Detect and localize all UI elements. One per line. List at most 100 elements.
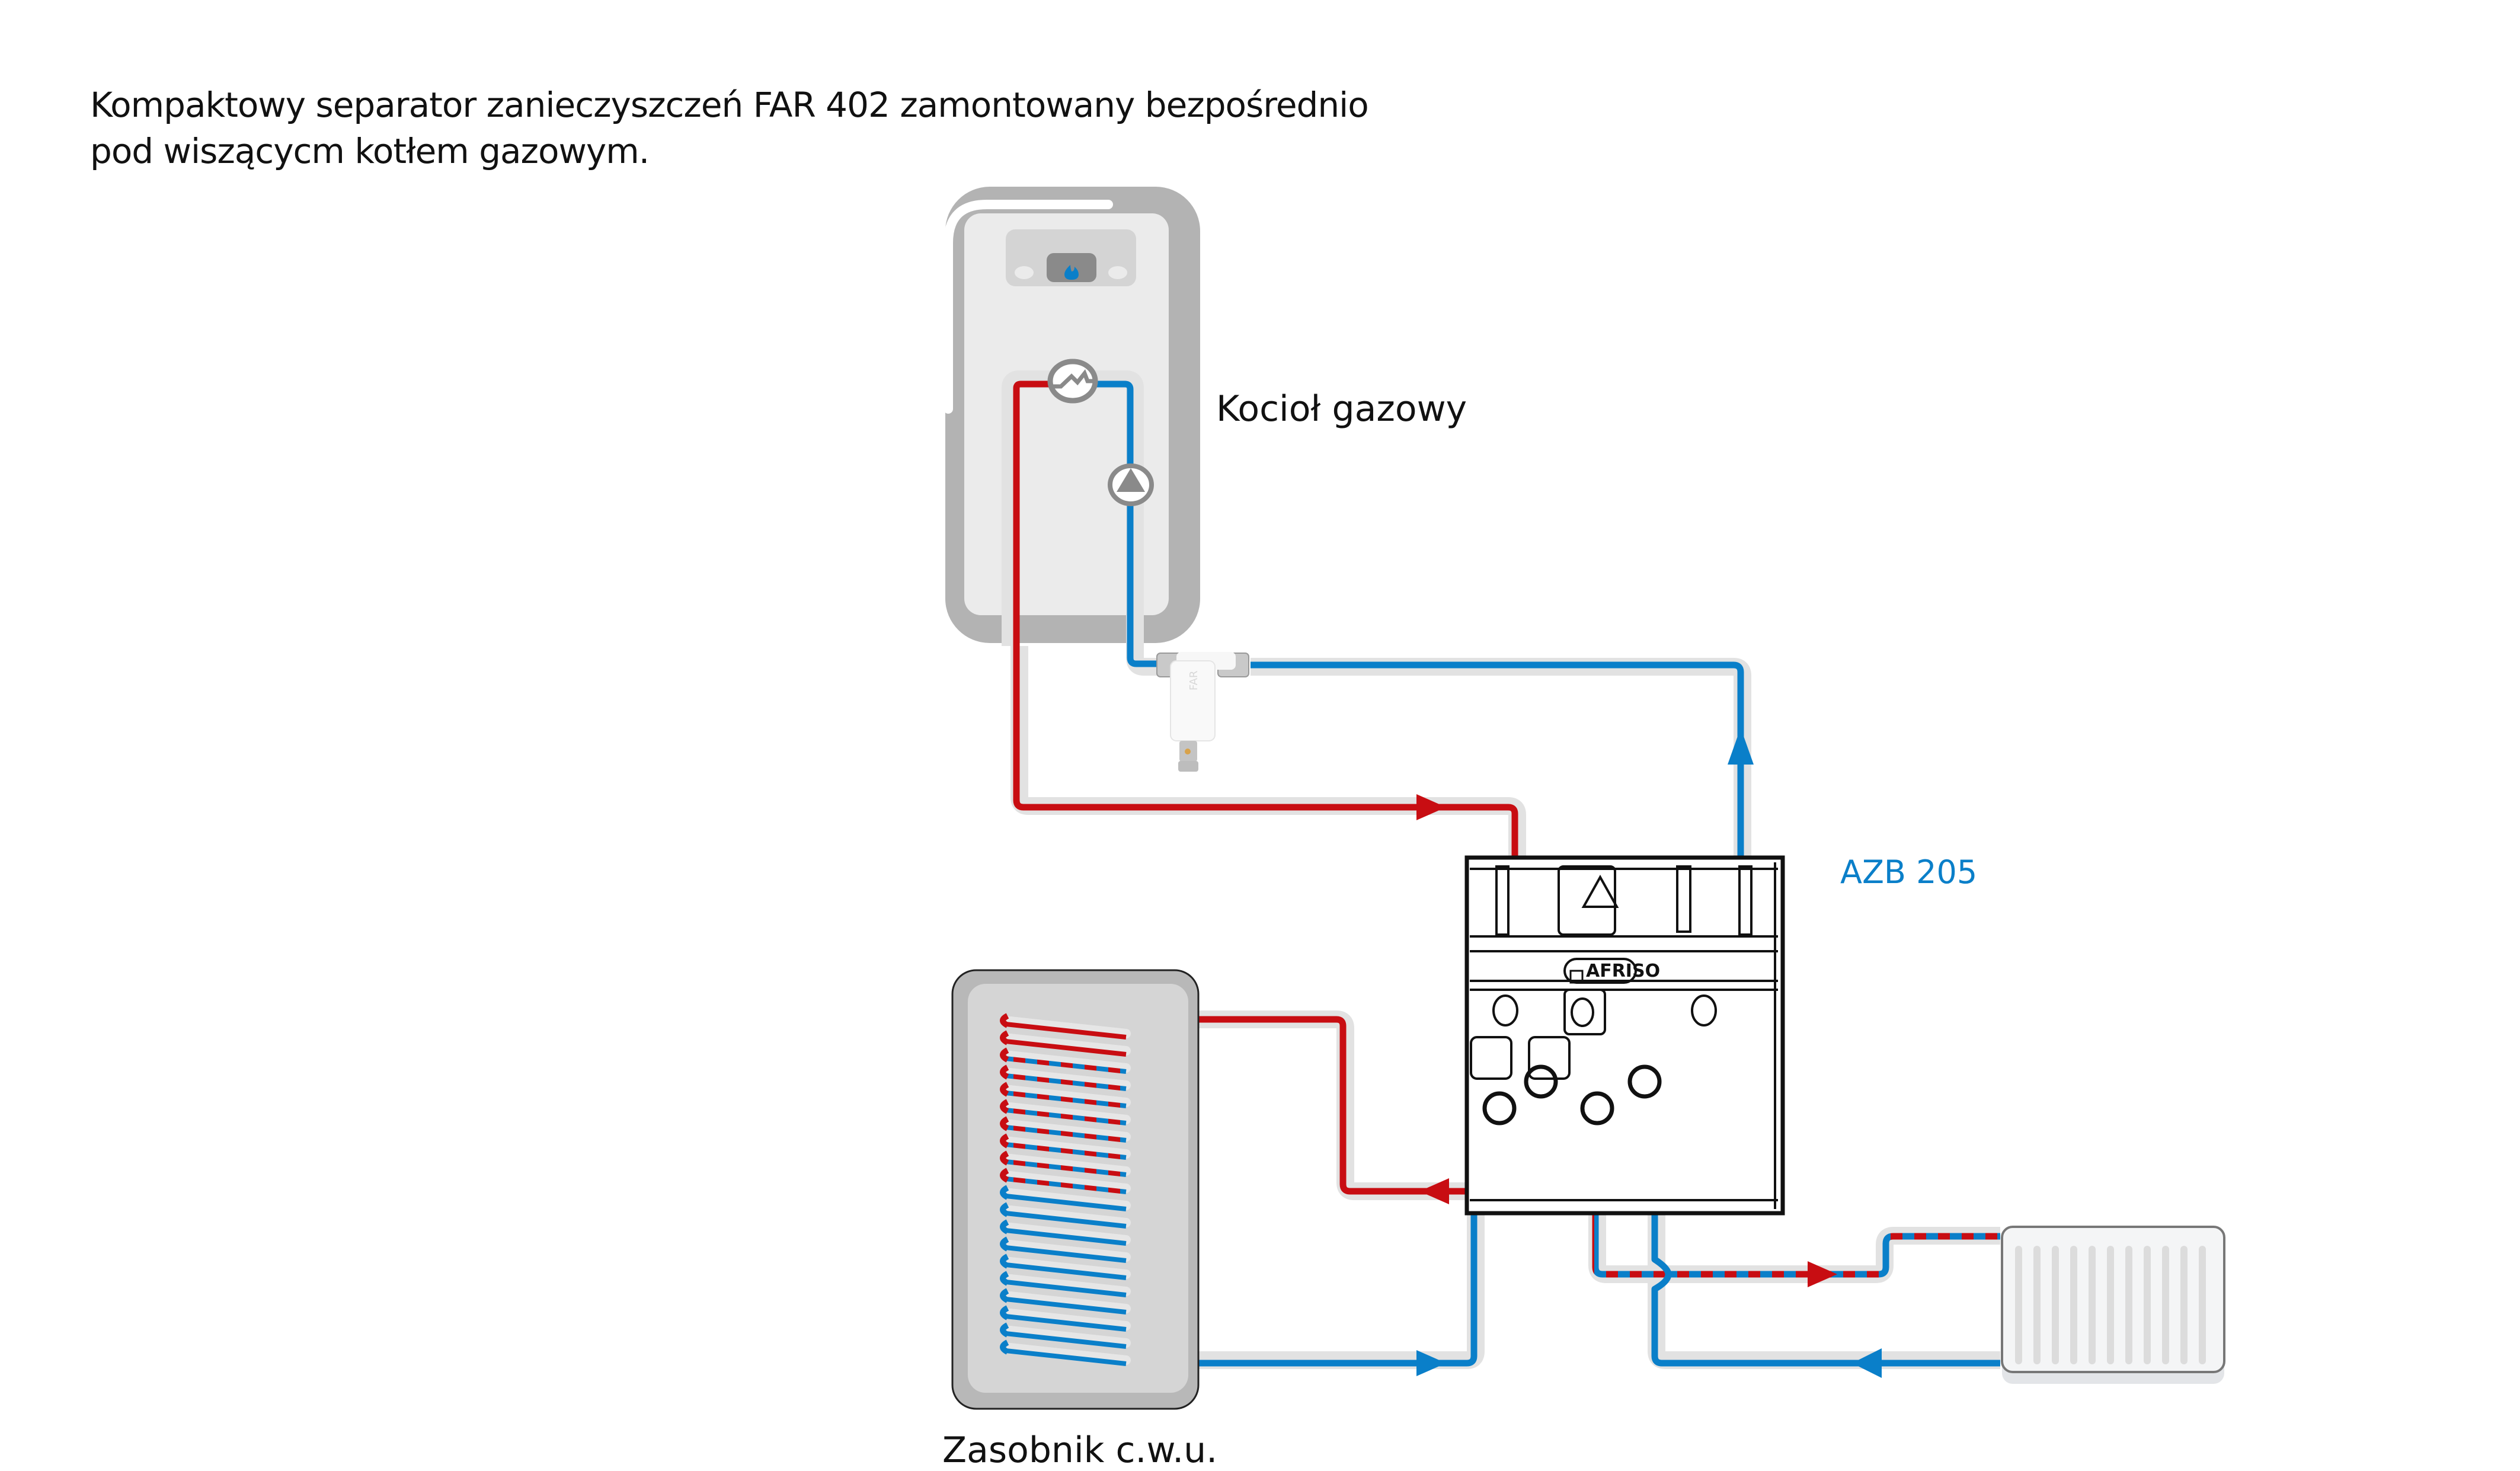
caption: Kompaktowy separator zanieczyszczeń FAR …	[90, 82, 1369, 174]
flow-arrow-icon	[1728, 728, 1754, 765]
hot-supply-pipe	[1013, 646, 1518, 856]
heat-exchanger-icon	[1047, 359, 1098, 404]
flow-arrow-icon	[1416, 1350, 1446, 1376]
coil-turn	[1005, 1280, 1127, 1297]
azb-205-label: AZB 205	[1840, 853, 1978, 891]
coil-turn	[1005, 1176, 1127, 1194]
coil-casing	[1000, 1291, 1131, 1313]
coil-turn	[1005, 1039, 1127, 1057]
coil-casing	[1000, 1308, 1131, 1331]
coil-bend	[1000, 1013, 1009, 1028]
coil-bend	[1000, 1271, 1009, 1286]
coil-casing	[1000, 1119, 1131, 1141]
coil-turn	[1005, 1194, 1127, 1211]
coil-turn	[1005, 1228, 1127, 1246]
coil-casing	[1000, 1325, 1131, 1348]
cold-return-pipe	[1251, 661, 1744, 856]
coil-casing	[1000, 1016, 1131, 1038]
coil-turn	[1005, 1159, 1127, 1177]
boiler-highlight	[944, 200, 1113, 414]
coil-bend	[1000, 1339, 1009, 1355]
radiator-fin	[2070, 1246, 2077, 1364]
radiator-fin	[2033, 1246, 2041, 1364]
warning-triangle-icon	[1581, 874, 1619, 908]
coil-bend	[1000, 1219, 1009, 1235]
coil-casing	[1000, 1153, 1131, 1176]
tank-cold-pipe	[1129, 1212, 1478, 1367]
boiler-indicator-right	[1108, 266, 1127, 279]
radiator-fin	[2144, 1246, 2151, 1364]
coil-casing	[1000, 1256, 1131, 1279]
separator-mark: FAR	[1188, 670, 1200, 690]
coil-turn	[1005, 1022, 1127, 1040]
coil-turn	[1005, 1348, 1127, 1366]
coil-casing	[1000, 1222, 1131, 1245]
radiator-fin	[2015, 1246, 2022, 1364]
pump-icon	[1108, 463, 1154, 506]
coil-turn	[1005, 1211, 1127, 1229]
coil-turn	[1005, 1091, 1127, 1108]
flame-icon	[1064, 265, 1079, 280]
radiator-fin	[2180, 1246, 2188, 1364]
coil-turn	[1005, 1073, 1127, 1091]
coil-casing	[1000, 1188, 1131, 1210]
coil-bend	[1000, 1099, 1009, 1114]
flow-arrow-icon	[1852, 1348, 1882, 1378]
radiator-fin	[2199, 1246, 2206, 1364]
radiator	[2001, 1226, 2225, 1384]
coil-bend	[1000, 1322, 1009, 1338]
pump-right	[1528, 1036, 1571, 1080]
coil-casing	[1000, 1136, 1131, 1159]
coil-casing	[1000, 1274, 1131, 1296]
tank-label: Zasobnik c.w.u.	[942, 1430, 1218, 1471]
radiator-fin	[2052, 1246, 2059, 1364]
coil-casing	[1000, 1342, 1131, 1365]
coil-turn	[1005, 1056, 1127, 1074]
coil-bend	[1000, 1133, 1009, 1149]
radiator-return-pipe	[1651, 1212, 2000, 1367]
coil-bend	[1000, 1288, 1009, 1303]
coil-turn	[1005, 1142, 1127, 1160]
pump-left	[1470, 1036, 1512, 1080]
coil-bend	[1000, 1202, 1009, 1217]
boiler-label: Kocioł gazowy	[1216, 388, 1467, 430]
coil-bend	[1000, 1185, 1009, 1200]
far-402-separator: FAR	[1156, 652, 1249, 772]
gas-boiler	[944, 187, 1200, 643]
flow-arrow-icon	[1416, 794, 1446, 820]
coil-casing	[1000, 1067, 1131, 1090]
coil-turn	[1005, 1262, 1127, 1280]
coil-turn	[1005, 1314, 1127, 1332]
afriso-logo: AFRISO	[1586, 961, 1660, 981]
coil-bend	[1000, 1047, 1009, 1063]
flow-arrows	[1416, 728, 1882, 1378]
caption-line-2: pod wiszącycm kotłem gazowym.	[90, 131, 650, 171]
radiator-supply-pipe	[1592, 1212, 2000, 1278]
flow-arrow-icon	[1419, 1178, 1449, 1204]
coil-casing	[1000, 1171, 1131, 1193]
coil-casing	[1000, 1033, 1131, 1056]
tank-coil	[1000, 1013, 1131, 1366]
coil-casing	[1000, 1205, 1131, 1227]
afriso-badge	[1563, 958, 1637, 984]
coil-bend	[1000, 1253, 1009, 1269]
boiler-hot-loop	[1013, 380, 1061, 646]
coil-bend	[1000, 1030, 1009, 1045]
caption-line-1: Kompaktowy separator zanieczyszczeń FAR …	[90, 85, 1369, 125]
boiler-cold-loop	[1085, 380, 1162, 667]
coil-casing	[1000, 1102, 1131, 1124]
coil-casing	[1000, 1239, 1131, 1262]
coil-casing	[1000, 1050, 1131, 1073]
coil-bend	[1000, 1168, 1009, 1183]
coil-bend	[1000, 1116, 1009, 1131]
radiator-fin	[2162, 1246, 2169, 1364]
coil-turn	[1005, 1125, 1127, 1143]
radiator-fin	[2107, 1246, 2114, 1364]
radiator-fin	[2125, 1246, 2132, 1364]
boiler-display	[1047, 253, 1096, 282]
coil-bend	[1000, 1305, 1009, 1320]
pipes-core	[1008, 380, 2000, 1367]
coil-bend	[1000, 1150, 1009, 1166]
radiator-fin	[2089, 1246, 2096, 1364]
dhw-storage-tank	[951, 969, 1200, 1410]
